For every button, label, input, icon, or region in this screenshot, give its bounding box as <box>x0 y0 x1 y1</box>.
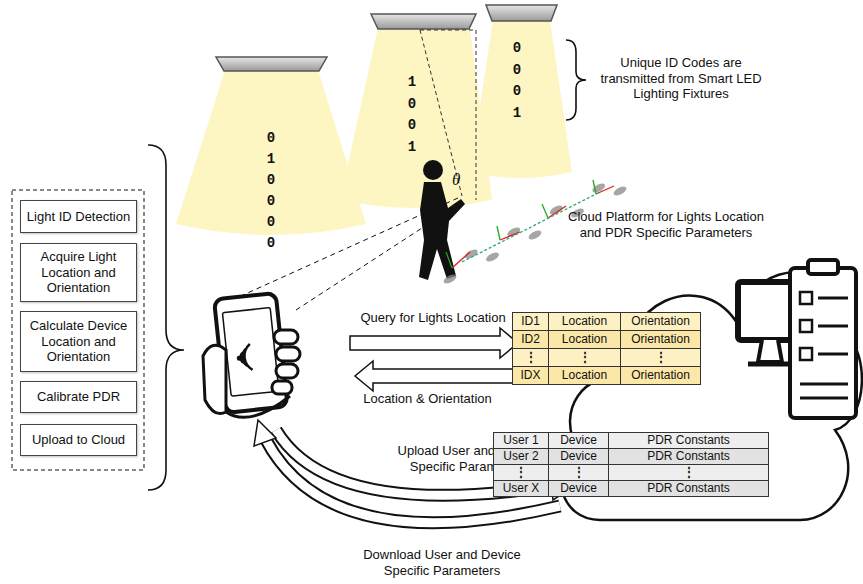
footprint <box>527 229 543 242</box>
clipboard-icon <box>790 260 856 418</box>
table-cell: ID1 <box>512 312 549 331</box>
arrow-label: Query for Lights Location <box>338 310 528 326</box>
table-cell: Orientation <box>620 330 701 349</box>
table-cell: ID2 <box>512 330 549 349</box>
light-cone <box>340 28 492 208</box>
led-fixture <box>216 57 327 71</box>
table-cell: PDR Constants <box>608 480 769 497</box>
table-cell: User 2 <box>493 448 549 465</box>
arrow-label: Location & Orientation <box>340 391 515 407</box>
process-box: Light ID Detection <box>20 200 137 233</box>
id-code: 0001 <box>510 38 524 125</box>
table-cell: ⋮ <box>548 464 609 481</box>
footprint <box>485 251 501 264</box>
table-cell: User 1 <box>493 432 549 449</box>
angle-symbol: θ <box>452 170 468 190</box>
footprint <box>442 273 458 286</box>
table-cell: Orientation <box>620 366 701 385</box>
annotation: Unique ID Codes are transmitted from Sma… <box>592 55 770 102</box>
table-cell: Device <box>548 448 609 465</box>
table-cell: Orientation <box>620 312 701 331</box>
table-cell: ⋮ <box>608 464 769 481</box>
process-box: Upload to Cloud <box>20 424 137 456</box>
table-cell: ⋮ <box>493 464 549 481</box>
box-label: Acquire Light Location and Orientation <box>26 249 131 296</box>
monitor-icon <box>738 282 802 364</box>
block-arrow <box>350 328 518 358</box>
table-cell: Location <box>548 366 621 385</box>
table-cell: ⋮ <box>548 348 621 367</box>
footprint <box>612 185 628 198</box>
table-cell: User X <box>493 480 549 497</box>
id-code: 010000 <box>264 128 278 254</box>
table-cell: Location <box>548 330 621 349</box>
led-fixture <box>371 14 476 29</box>
table-cell: ⋮ <box>620 348 701 367</box>
table-cell: PDR Constants <box>608 432 769 449</box>
process-box: Calibrate PDR <box>20 381 137 413</box>
table-cell: PDR Constants <box>608 448 769 465</box>
curly-brace <box>566 40 586 120</box>
block-arrow <box>355 361 518 391</box>
table-cell: IDX <box>512 366 549 385</box>
smartphone <box>203 293 300 417</box>
curved-arrow <box>254 420 578 523</box>
led-fixture <box>486 5 557 21</box>
angle-guide <box>420 30 476 200</box>
arrow-label: Download User and Device Specific Parame… <box>352 547 532 578</box>
light-cone <box>470 20 572 178</box>
box-label: Calculate Device Location and Orientatio… <box>26 318 131 365</box>
curly-brace <box>148 145 184 490</box>
table-cell: ⋮ <box>512 348 549 367</box>
group-outline <box>12 190 144 470</box>
id-code: 1001 <box>405 72 419 159</box>
box-label: Calibrate PDR <box>37 389 120 405</box>
table-cell: Device <box>548 480 609 497</box>
table-cell: Device <box>548 432 609 449</box>
cloud-heading: Cloud Platform for Lights Location and P… <box>566 209 766 242</box>
table-cell: Location <box>548 312 621 331</box>
person <box>423 160 443 180</box>
process-box: Acquire Light Location and Orientation <box>20 243 137 302</box>
box-label: Upload to Cloud <box>32 432 125 448</box>
person <box>419 182 465 280</box>
box-label: Light ID Detection <box>27 209 130 225</box>
process-box: Calculate Device Location and Orientatio… <box>20 311 137 372</box>
